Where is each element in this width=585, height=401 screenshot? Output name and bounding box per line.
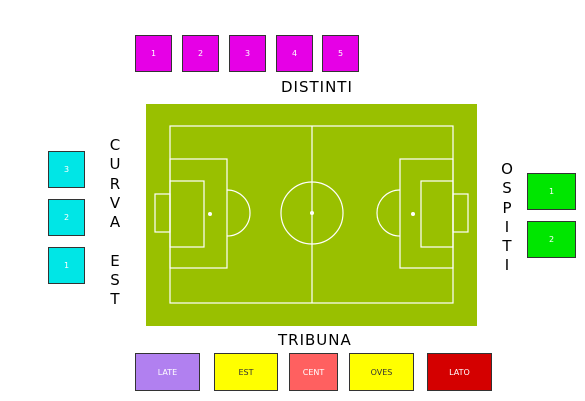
right-goal — [452, 193, 469, 233]
curva-est-label: C U R V A E S T — [109, 136, 121, 309]
left-penalty-arc — [226, 189, 251, 237]
distinti-label: DISTINTI — [281, 78, 353, 96]
left-goal — [154, 193, 171, 233]
tribuna-sector-lato[interactable]: LATO — [427, 353, 492, 391]
tribuna-label: TRIBUNA — [278, 331, 352, 349]
distinti-sector-1[interactable]: 1 — [135, 35, 172, 72]
left-penalty-spot — [208, 212, 212, 216]
right-penalty-spot — [411, 212, 415, 216]
ospiti-sector-1[interactable]: 1 — [527, 173, 576, 210]
curva-est-sector-3[interactable]: 3 — [48, 151, 85, 188]
ospiti-sector-2[interactable]: 2 — [527, 221, 576, 258]
curva-est-sector-2[interactable]: 2 — [48, 199, 85, 236]
tribuna-sector-oves[interactable]: OVES — [349, 353, 414, 391]
distinti-sector-3[interactable]: 3 — [229, 35, 266, 72]
right-penalty-arc — [376, 189, 401, 237]
center-spot — [310, 211, 314, 215]
football-pitch — [146, 104, 477, 326]
tribuna-sector-late[interactable]: LATE — [135, 353, 200, 391]
tribuna-sector-cent[interactable]: CENT — [289, 353, 338, 391]
distinti-sector-5[interactable]: 5 — [322, 35, 359, 72]
distinti-sector-2[interactable]: 2 — [182, 35, 219, 72]
ospiti-label: O S P I T I — [501, 160, 513, 275]
center-circle — [280, 181, 344, 245]
distinti-sector-4[interactable]: 4 — [276, 35, 313, 72]
curva-est-sector-1[interactable]: 1 — [48, 247, 85, 284]
tribuna-sector-est[interactable]: EST — [214, 353, 278, 391]
